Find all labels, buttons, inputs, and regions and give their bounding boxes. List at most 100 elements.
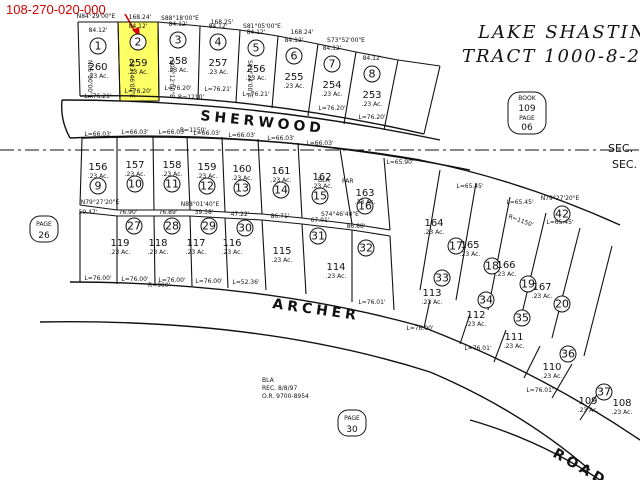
middle-lot-circle-9[interactable]: 9	[89, 177, 107, 195]
top-lot-circle-2[interactable]: 2	[129, 33, 147, 51]
middle-bearing: N79°27'20"E	[541, 195, 580, 202]
middle-row-lots	[79, 135, 621, 357]
top-lot-acreage: .23 Ac.	[322, 91, 343, 98]
middle-lot-number-163: 163	[355, 188, 374, 199]
top-lot-circle-6[interactable]: 6	[285, 47, 303, 65]
tract-title-line1: LAKE SHASTINA	[477, 22, 640, 43]
recording-note: BLA REC. 8/8/97 O.R. 9700-8954	[262, 377, 309, 400]
top-bearing: 168.24'	[291, 29, 314, 36]
lower-lot-circle-37[interactable]: 37	[595, 383, 613, 401]
middle-lot-circle-10[interactable]: 10	[126, 175, 144, 193]
lower-front-dim: L=76.00'	[158, 277, 186, 284]
top-lot-circle-8[interactable]: 8	[363, 65, 381, 83]
lower-lot-circle-28[interactable]: 28	[163, 217, 181, 235]
lower-lot-circle-36[interactable]: 36	[559, 345, 577, 363]
top-lot-circle-7[interactable]: 7	[323, 55, 341, 73]
street-name-archer: ARCHER	[271, 296, 360, 324]
middle-top-dim: L=65.90'	[386, 159, 414, 166]
lower-lot-circle-29[interactable]: 29	[200, 217, 218, 235]
svg-text:8: 8	[369, 68, 376, 81]
middle-lot-number-161: 161	[271, 166, 290, 177]
svg-text:30: 30	[346, 425, 358, 435]
middle-top-dim: L=65.45'	[546, 219, 574, 226]
middle-lot-circle-11[interactable]: 11	[163, 175, 181, 193]
top-lot-acreage: .23 Ac.	[284, 83, 305, 90]
middle-lot-acreage: .23 Ac.	[312, 183, 333, 190]
middle-lot-circle-20[interactable]: 20	[553, 295, 571, 313]
middle-bottom-dim: 86.88'	[347, 223, 366, 230]
middle-bearing: S74°46'40"E	[321, 211, 359, 218]
top-lot-circle-3[interactable]: 3	[169, 31, 187, 49]
lower-lot-number-117: 117	[186, 238, 205, 249]
parcel-number-label: 108-270-020-000	[6, 2, 106, 17]
top-lot-circle-5[interactable]: 5	[247, 39, 265, 57]
lower-lot-circle-33[interactable]: 33	[433, 269, 451, 287]
top-lot-number-260: 260	[88, 62, 107, 73]
lower-lot-circle-31[interactable]: 31	[309, 227, 327, 245]
top-lot-number-258: 258	[168, 56, 187, 67]
top-lot-back-dim: 84.12'	[323, 45, 342, 52]
top-row-radius: R=1210'	[178, 94, 204, 101]
svg-text:33: 33	[435, 272, 449, 285]
middle-lot-acreage: .23 Ac.	[355, 199, 376, 206]
lower-lot-number-119: 119	[110, 238, 129, 249]
lower-lot-acreage: .23 Ac.	[612, 409, 633, 416]
top-bearing: S81°05'00"E	[243, 23, 281, 30]
svg-text:42: 42	[555, 208, 569, 221]
middle-lot-number-158: 158	[162, 160, 181, 171]
middle-top-dim: L=65.45'	[506, 199, 534, 206]
svg-text:PAGE: PAGE	[344, 415, 360, 422]
middle-lot-acreage: .23 Ac.	[88, 173, 109, 180]
top-bearing: N84°29'00"E	[77, 13, 116, 20]
lower-front-dim: L=76.00'	[84, 275, 112, 282]
top-side-bearing: N05°00'00"E	[86, 60, 93, 99]
middle-lot-circle-19[interactable]: 19	[519, 275, 537, 293]
middle-lot-number-167: 167	[532, 282, 551, 293]
street-name-road: ROAD	[550, 446, 611, 480]
svg-text:06: 06	[521, 123, 533, 133]
lower-lot-number-115: 115	[272, 246, 291, 257]
lower-lot-circle-30[interactable]: 30	[236, 219, 254, 237]
svg-text:16: 16	[358, 200, 372, 213]
top-bearing: S88°18'00"E	[161, 15, 199, 22]
top-lot-back-dim: 84.12'	[169, 21, 188, 28]
middle-lot-circle-12[interactable]: 12	[198, 177, 216, 195]
section-label-top: SEC.	[608, 142, 633, 155]
middle-lot-circle-16[interactable]: 16	[356, 197, 374, 215]
top-lot-front-dim: L=76.21'	[242, 91, 270, 98]
top-lot-back-dim: 84.12'	[209, 23, 228, 30]
middle-top-dim: L=66.03'	[193, 130, 221, 137]
lower-lot-circle-35[interactable]: 35	[513, 309, 531, 327]
circled-42: 42	[553, 205, 571, 223]
lower-lot-circle-27[interactable]: 27	[125, 217, 143, 235]
middle-lot-circle-17[interactable]: 17	[447, 237, 465, 255]
svg-text:32: 32	[359, 242, 373, 255]
svg-text:REC. 8/8/97: REC. 8/8/97	[262, 385, 297, 392]
lower-lot-acreage: .23 Ac.	[578, 407, 599, 414]
svg-text:109: 109	[518, 104, 535, 114]
lower-lot-circle-34[interactable]: 34	[477, 291, 495, 309]
middle-lot-number-159: 159	[197, 162, 216, 173]
top-lot-circle-1[interactable]: 1	[89, 37, 107, 55]
svg-text:1: 1	[95, 40, 102, 53]
middle-lot-circle-13[interactable]: 13	[233, 179, 251, 197]
lower-lot-circle-32[interactable]: 32	[357, 239, 375, 257]
top-lot-number-253: 253	[362, 90, 381, 101]
lower-lot-acreage: .23 Ac.	[272, 257, 293, 264]
middle-top-dim: L=66.03'	[306, 140, 334, 147]
middle-lot-number-164: 164	[424, 218, 443, 229]
middle-lot-circle-15[interactable]: 15	[311, 187, 329, 205]
middle-lot-acreage: .23 Ac.	[532, 293, 553, 300]
section-label-bottom: SEC.	[612, 158, 637, 171]
middle-lot-number-166: 166	[496, 260, 515, 271]
lower-lot-acreage: .23 Ac.	[542, 373, 563, 380]
middle-lot-circle-14[interactable]: 14	[272, 181, 290, 199]
middle-top-dim: L=66.03'	[158, 129, 186, 136]
svg-text:28: 28	[165, 220, 179, 233]
top-lot-circle-4[interactable]: 4	[209, 33, 227, 51]
middle-lot-number-156: 156	[88, 162, 107, 173]
top-lot-back-dim: 84.12'	[89, 27, 108, 34]
middle-lot-circle-18[interactable]: 18	[483, 257, 501, 275]
